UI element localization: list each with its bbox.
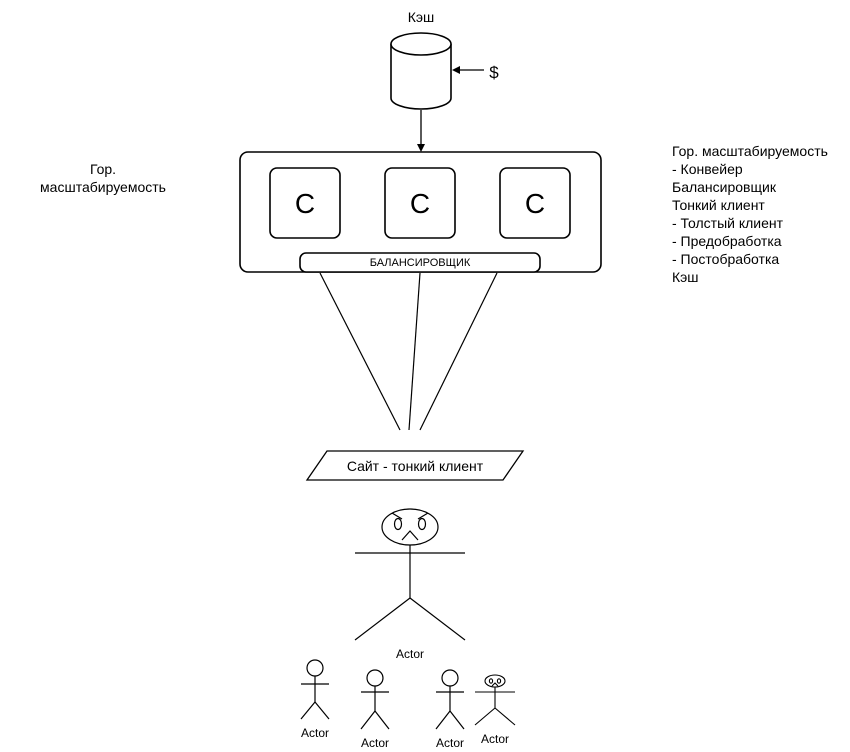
small-angry-actor — [474, 674, 516, 726]
right-note-line: Гор. масштабируемость — [672, 143, 828, 159]
right-note-line: - Толстый клиент — [672, 215, 784, 231]
load-balancer: БАЛАНСИРОВЩИК — [299, 252, 541, 273]
small-actor — [435, 669, 465, 730]
right-note-line: Тонкий клиент — [672, 197, 765, 213]
right-note-line: - Постобработка — [672, 251, 780, 267]
client-label: Сайт - тонкий клиент — [347, 458, 484, 474]
server-node: C — [384, 167, 456, 239]
right-note-line: Балансировщик — [672, 179, 776, 195]
cache-database: Кэш — [390, 9, 452, 110]
balancer-connections — [319, 272, 498, 431]
left-note-line: Гор. — [89, 161, 117, 177]
server-label: C — [295, 188, 315, 219]
right-notes: Гор. масштабируемость - Конвейер Баланси… — [672, 142, 847, 286]
actor-label: Actor — [436, 736, 464, 750]
actor-label: Actor — [481, 732, 509, 746]
left-note-line: масштабируемость — [40, 179, 166, 195]
balancer-label: БАЛАНСИРОВЩИК — [370, 257, 471, 269]
actor-label: Actor — [361, 736, 389, 750]
actor-label: Actor — [396, 647, 424, 661]
right-note-line: - Конвейер — [672, 161, 743, 177]
thin-client: Сайт - тонкий клиент — [305, 450, 525, 481]
server-label: C — [525, 188, 545, 219]
cost-label: $ — [489, 63, 499, 82]
main-actor — [354, 508, 466, 641]
cache-label: Кэш — [408, 9, 435, 25]
cache-to-cluster-arrow — [417, 110, 425, 152]
server-label: C — [410, 188, 430, 219]
server-node: C — [269, 167, 341, 239]
right-note-line: - Предобработка — [672, 233, 782, 249]
small-actor — [360, 669, 390, 730]
server-node: C — [499, 167, 571, 239]
right-note-line: Кэш — [672, 269, 699, 285]
cost-arrow — [452, 66, 484, 74]
actor-label: Actor — [301, 726, 329, 740]
left-note: Гор. масштабируемость — [28, 160, 178, 196]
small-actor — [300, 659, 330, 720]
